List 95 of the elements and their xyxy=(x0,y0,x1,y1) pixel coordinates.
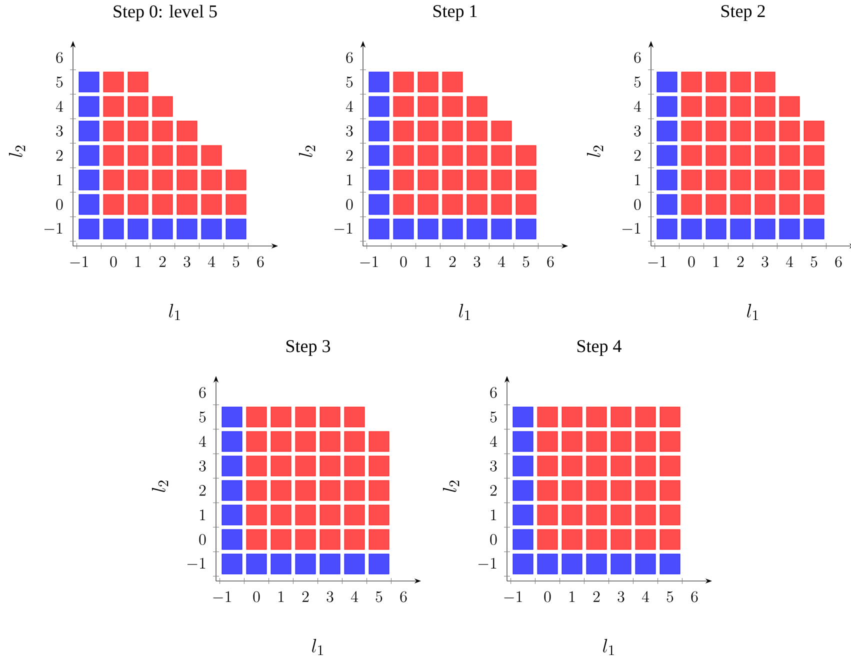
axis-label: $l_1$ xyxy=(747,304,758,320)
tick-label: $3$ xyxy=(199,460,206,472)
tick-label: $4$ xyxy=(351,591,358,602)
tick-label: $1$ xyxy=(426,256,431,267)
axis-label: $l_2$ xyxy=(8,146,26,157)
plot-title: Step 2 xyxy=(721,5,765,21)
tick-label: $0$ xyxy=(490,534,497,545)
tick-label: $5$ xyxy=(232,256,240,268)
tick-label: $2$ xyxy=(634,150,641,161)
tick-label: $3$ xyxy=(634,126,641,136)
plot-title: Step 1 xyxy=(433,5,477,21)
tick-label: $4$ xyxy=(56,100,63,112)
plot-title: Step 0: level 5 xyxy=(114,4,217,22)
tick-label: $3$ xyxy=(326,591,334,602)
tick-label: $5$ xyxy=(199,412,206,422)
tick-label: $3$ xyxy=(490,460,497,472)
tick-label: $3$ xyxy=(184,256,190,268)
tick-label: $6$ xyxy=(835,256,842,268)
tick-label: $4$ xyxy=(490,436,497,447)
tick-label: $3$ xyxy=(618,591,624,602)
tick-label: $2$ xyxy=(593,591,600,602)
tick-label: $1$ xyxy=(635,174,640,186)
tick-label: $-1$ xyxy=(70,256,88,267)
tick-label: $-1$ xyxy=(504,591,522,602)
tick-label: $0$ xyxy=(544,591,551,602)
tick-label: $-1$ xyxy=(213,591,231,602)
axis-label: $l_2$ xyxy=(298,146,316,157)
tick-label: $-1$ xyxy=(360,256,378,267)
tick-label: $1$ xyxy=(347,174,352,186)
tick-label: $6$ xyxy=(346,52,353,63)
tick-label: $6$ xyxy=(547,256,554,268)
tick-label: $1$ xyxy=(136,256,141,267)
tick-label: $2$ xyxy=(199,485,206,496)
tick-label: $6$ xyxy=(634,52,641,63)
tick-label: $1$ xyxy=(278,591,284,602)
tick-label: $1$ xyxy=(491,510,496,520)
tick-label: $6$ xyxy=(257,256,264,268)
tick-label: $2$ xyxy=(302,591,309,602)
tick-label: $5$ xyxy=(376,591,382,602)
tick-label: $5$ xyxy=(522,256,530,268)
tick-label: $2$ xyxy=(490,485,497,496)
tick-label: $1$ xyxy=(200,510,206,520)
tick-label: $0$ xyxy=(199,534,206,545)
tick-label: $5$ xyxy=(666,591,674,602)
tick-label: $-1$ xyxy=(334,222,352,234)
tick-label: $3$ xyxy=(56,126,63,136)
axis-label: $l_2$ xyxy=(152,480,168,492)
tick-label: $6$ xyxy=(400,591,407,602)
tick-label: $6$ xyxy=(199,387,206,398)
tick-label: $2$ xyxy=(346,150,353,161)
tick-label: $0$ xyxy=(56,199,63,210)
tick-label: $3$ xyxy=(474,256,480,268)
tick-label: $4$ xyxy=(642,591,649,602)
tick-label: $2$ xyxy=(159,256,166,267)
tick-label: $1$ xyxy=(57,174,62,186)
tick-label: $2$ xyxy=(449,256,456,267)
tick-label: $2$ xyxy=(737,256,744,267)
tick-label: $6$ xyxy=(56,52,63,63)
tick-label: $-1$ xyxy=(648,256,666,267)
tick-label: $4$ xyxy=(346,100,353,112)
tick-label: $1$ xyxy=(714,256,719,267)
plot-title: Step 4 xyxy=(577,340,622,356)
tick-label: $5$ xyxy=(56,76,63,88)
tick-label: $0$ xyxy=(253,591,260,602)
tick-label: $6$ xyxy=(490,387,497,398)
tick-label: $4$ xyxy=(634,100,641,112)
tick-label: $4$ xyxy=(786,256,793,267)
tick-label: $0$ xyxy=(110,256,117,268)
axis-label: $l_1$ xyxy=(603,638,614,656)
tick-label: $-1$ xyxy=(187,558,206,568)
plot-title: Step 3 xyxy=(286,340,330,356)
tick-label: $0$ xyxy=(400,256,407,268)
tick-label: $4$ xyxy=(498,256,505,267)
axis-label: $l_1$ xyxy=(312,638,323,656)
tick-label: $-1$ xyxy=(44,222,62,234)
tick-label: $5$ xyxy=(490,412,497,422)
axis-label: $l_2$ xyxy=(442,480,460,492)
tick-label: $4$ xyxy=(199,436,206,447)
tick-label: $3$ xyxy=(346,126,353,136)
tick-label: $-1$ xyxy=(478,558,496,568)
axis-label: $l_1$ xyxy=(169,304,180,320)
tick-label: $2$ xyxy=(56,150,63,161)
tick-label: $0$ xyxy=(634,199,641,210)
axis-label: $l_2$ xyxy=(586,146,604,157)
tick-label: $1$ xyxy=(570,591,575,602)
tick-label: $5$ xyxy=(634,76,641,88)
tick-label: $5$ xyxy=(346,76,353,88)
tick-label: $3$ xyxy=(762,256,768,268)
tick-label: $0$ xyxy=(688,256,695,268)
axis-label: $l_1$ xyxy=(459,304,470,320)
tick-label: $4$ xyxy=(208,256,215,267)
tick-label: $-1$ xyxy=(622,222,640,234)
tick-label: $6$ xyxy=(691,591,698,602)
tick-label: $5$ xyxy=(810,256,818,268)
tick-label: $0$ xyxy=(346,199,353,210)
